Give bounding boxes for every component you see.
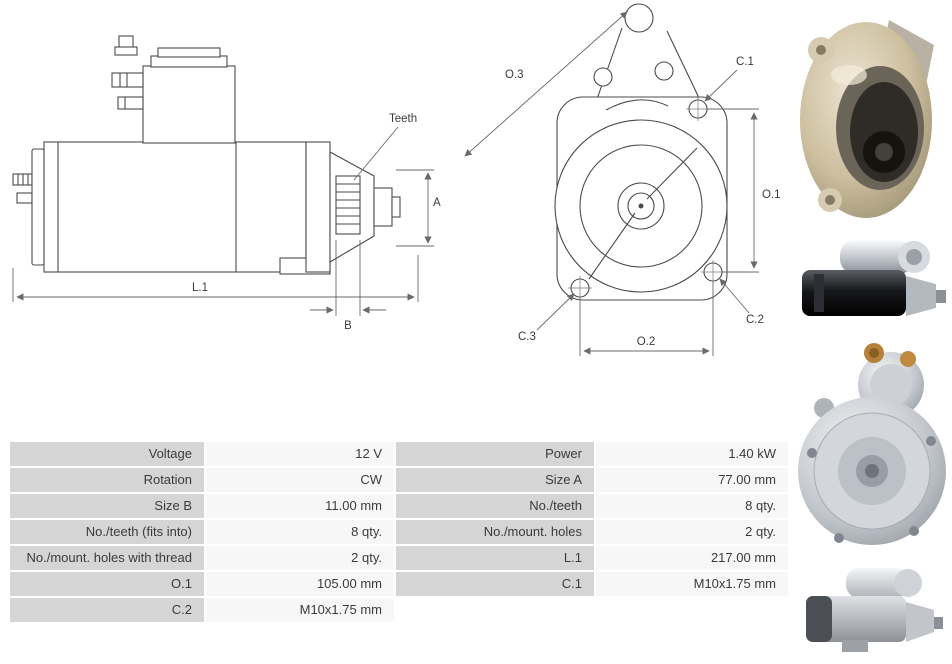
dim-label-teeth: Teeth <box>389 113 417 125</box>
teeth-callout: Teeth <box>353 113 417 181</box>
spec-value: 11.00 mm <box>206 494 396 520</box>
spec-row-voltage-power: Voltage 12 V Power 1.40 kW <box>10 442 790 468</box>
drive-end-housing <box>305 141 401 273</box>
spec-label: Rotation <box>10 468 206 494</box>
dim-label-b: B <box>344 320 352 332</box>
spec-value: 105.00 mm <box>206 572 396 598</box>
spec-value: M10x1.75 mm <box>206 598 396 624</box>
dim-label-o1: O.1 <box>762 189 781 201</box>
spec-label: Size A <box>396 468 596 494</box>
spec-label: O.1 <box>10 572 206 598</box>
solenoid <box>111 35 236 144</box>
spec-row-sizeb-teeth: Size B 11.00 mm No./teeth 8 qty. <box>10 494 790 520</box>
spec-row-teethfits-mountholes: No./teeth (fits into) 8 qty. No./mount. … <box>10 520 790 546</box>
spec-row-rotation-sizea: Rotation CW Size A 77.00 mm <box>10 468 790 494</box>
spec-label: Size B <box>10 494 206 520</box>
dimension-o1: O.1 <box>707 108 781 273</box>
dimension-a: A <box>396 169 441 247</box>
spec-label: Power <box>396 442 596 468</box>
dim-label-c1: C.1 <box>736 56 754 68</box>
starter-side-black-illustration <box>794 228 952 333</box>
callout-c2: C.2 <box>719 278 764 326</box>
pinion-gear <box>335 175 361 235</box>
dimension-o3: O.3 <box>464 11 628 157</box>
spec-value: 77.00 mm <box>596 468 790 494</box>
top-ear-hole <box>624 3 654 33</box>
spec-value: 8 qty. <box>206 520 396 546</box>
dim-label-c2: C.2 <box>746 314 764 326</box>
spec-row-c2: C.2 M10x1.75 mm <box>10 598 790 624</box>
spec-label-empty <box>396 598 596 624</box>
dimension-o2: O.2 <box>579 282 714 356</box>
product-photo-column <box>794 0 952 664</box>
dimension-l1: L.1 <box>12 255 419 302</box>
bore-circles <box>554 119 728 293</box>
spec-label: No./mount. holes <box>396 520 596 546</box>
starter-side-black-photo <box>794 228 952 333</box>
spec-label: No./mount. holes with thread <box>10 546 206 572</box>
spec-label: L.1 <box>396 546 596 572</box>
starter-side-silver-photo <box>794 560 952 664</box>
spec-label: C.1 <box>396 572 596 598</box>
motor-body <box>31 141 331 275</box>
dim-label-o3: O.3 <box>505 69 524 81</box>
starter-front-angle-illustration <box>794 0 952 228</box>
spec-row-mountthread-l1: No./mount. holes with thread 2 qty. L.1 … <box>10 546 790 572</box>
dimension-b: B <box>310 240 386 332</box>
spec-value: CW <box>206 468 396 494</box>
spec-value: 2 qty. <box>206 546 396 572</box>
side-view-diagram: A L.1 B Teeth <box>12 35 441 332</box>
technical-drawings: A L.1 B Teeth <box>12 3 781 356</box>
callout-c1: C.1 <box>704 56 754 102</box>
front-view-diagram: O.3 C.1 O.1 C.3 C.2 <box>464 3 781 356</box>
starter-side-silver-illustration <box>794 560 952 664</box>
spec-value-empty <box>596 598 790 624</box>
spec-table: Voltage 12 V Power 1.40 kW Rotation CW S… <box>10 442 790 624</box>
spec-label: C.2 <box>10 598 206 624</box>
spec-row-o1-c1: O.1 105.00 mm C.1 M10x1.75 mm <box>10 572 790 598</box>
dim-label-c3: C.3 <box>518 331 536 343</box>
spec-label: No./teeth (fits into) <box>10 520 206 546</box>
spec-value: 1.40 kW <box>596 442 790 468</box>
starter-front-angle-photo <box>794 0 952 228</box>
spec-label: Voltage <box>10 442 206 468</box>
starter-rear-solenoid-photo <box>794 333 952 560</box>
spec-value: 12 V <box>206 442 396 468</box>
spec-value: 217.00 mm <box>596 546 790 572</box>
rear-terminal-studs <box>12 173 33 204</box>
dim-label-o2: O.2 <box>637 336 656 348</box>
spec-value: 8 qty. <box>596 494 790 520</box>
spec-value: M10x1.75 mm <box>596 572 790 598</box>
dim-label-l1: L.1 <box>192 282 208 294</box>
spec-value: 2 qty. <box>596 520 790 546</box>
dim-label-a: A <box>433 197 441 209</box>
starter-rear-illustration <box>794 333 952 560</box>
spec-label: No./teeth <box>396 494 596 520</box>
callout-c3: C.3 <box>518 293 575 343</box>
